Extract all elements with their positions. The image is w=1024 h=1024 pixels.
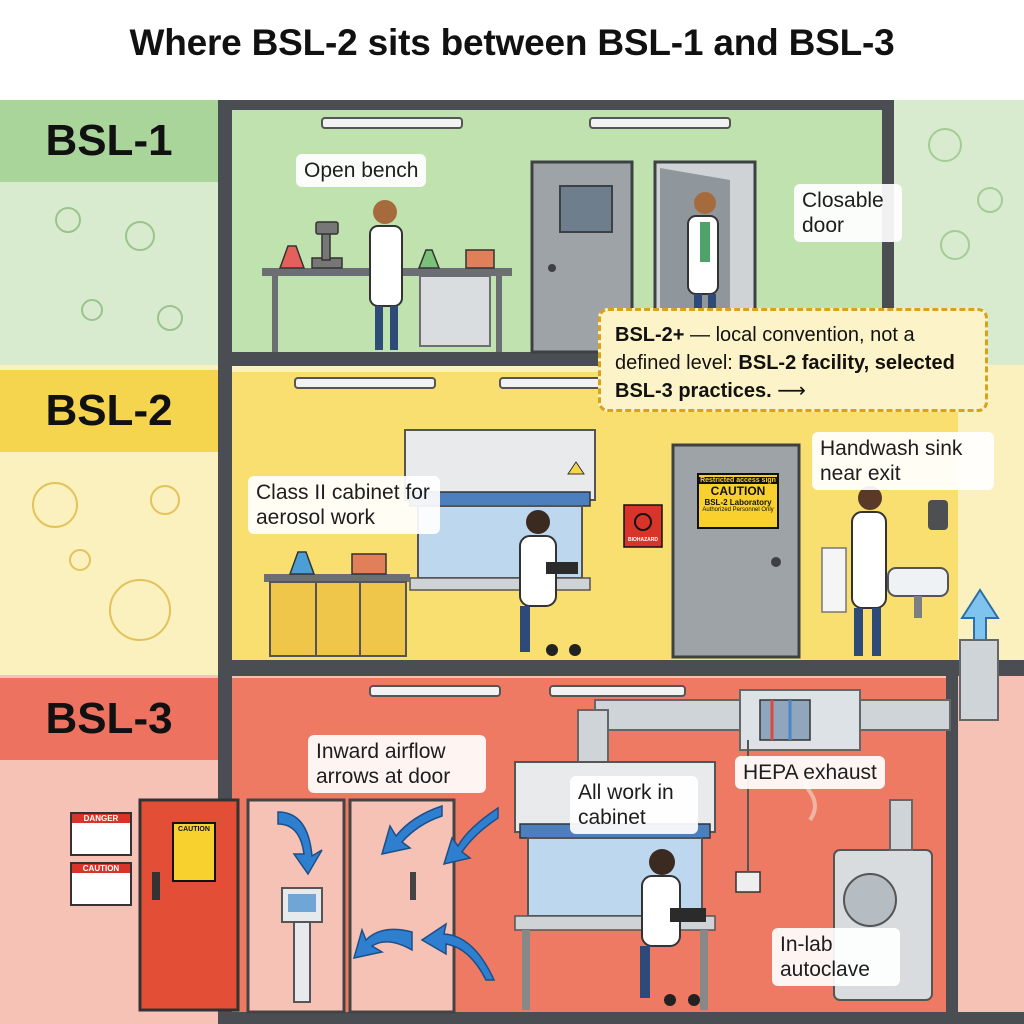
caution-sign-small: CAUTION	[70, 862, 132, 906]
ground-slab	[218, 1012, 1024, 1024]
hepa-exhaust-label: HEPA exhaust	[735, 756, 885, 790]
hand-sanitizer-station	[281, 887, 323, 1003]
hepa-duct	[577, 639, 999, 771]
in-lab-autoclave-label: In-lab autoclave	[772, 928, 900, 987]
open-bench-label: Open bench	[296, 154, 427, 188]
page-title: Where BSL-2 sits between BSL-1 and BSL-3	[129, 22, 895, 63]
bacteria-icons	[928, 128, 1003, 260]
danger-text: DANGER	[72, 814, 130, 823]
flask-icons	[278, 245, 495, 269]
danger-sign: DANGER	[70, 812, 132, 856]
bsl3-caution-text: CAUTION	[178, 826, 210, 833]
scientist-bsl2	[519, 510, 581, 656]
ceiling-lights	[294, 117, 731, 697]
bsl2-caution-sign: Restricted access sign CAUTION BSL-2 Lab…	[697, 473, 779, 529]
virus-icons	[32, 482, 180, 641]
inward-airflow-arrow-icons	[277, 804, 499, 981]
slab-2-3	[218, 660, 1024, 676]
inward-airflow-label: Inward airflow arrows at door	[308, 735, 486, 794]
caution-text: CAUTION	[710, 484, 766, 498]
bsl3-tab: BSL-3	[0, 678, 218, 760]
handwash-sink	[821, 500, 949, 618]
microscope-icon	[311, 221, 343, 269]
biohazard-sign	[623, 504, 663, 548]
all-work-cabinet-label: All work in cabinet	[570, 776, 698, 835]
open-bench	[262, 268, 512, 352]
bsl2-tab: BSL-2	[0, 370, 218, 452]
class-ii-cabinet-label: Class II cabinet for aerosol work	[248, 476, 440, 535]
authorized-text: Authorized Personnel Only	[702, 507, 774, 513]
scientist-washing	[851, 486, 887, 656]
bsl2plus-desc: — local convention, not a defined level:	[615, 324, 915, 374]
bsl2-bench	[264, 551, 410, 657]
hepa-filter-icon	[759, 699, 811, 741]
bsl3-right-wall	[946, 676, 958, 1024]
handwash-sink-label: Handwash sink near exit	[812, 432, 994, 491]
arrow-right-icon: ⟶	[771, 380, 806, 402]
roof-slab	[218, 100, 894, 110]
biohazard-sign-label: BIOHAZARD	[628, 537, 658, 543]
anteroom	[246, 798, 456, 1014]
bsl2-lab-text: BSL-2 Laboratory	[704, 498, 772, 507]
class-ii-cabinet	[404, 429, 596, 591]
bsl2plus-note: BSL-2+ — local convention, not a defined…	[598, 308, 988, 412]
restricted-access-text: Restricted access sign	[699, 477, 777, 484]
scientist-bsl1	[369, 200, 403, 350]
bsl1-tab: BSL-1	[0, 100, 218, 182]
scientist-bsl3	[640, 849, 706, 1006]
closable-door-label: Closable door	[794, 184, 902, 243]
building-left-wall	[218, 100, 232, 1024]
bsl3-door-caution-sign: CAUTION	[172, 822, 216, 882]
bsl2plus-definition: BSL-2 facility, selected BSL-3 practices…	[615, 352, 955, 402]
bsl2plus-term: BSL-2+	[615, 324, 685, 346]
microbe-icons	[55, 207, 183, 331]
caution-small-text: CAUTION	[72, 864, 130, 873]
